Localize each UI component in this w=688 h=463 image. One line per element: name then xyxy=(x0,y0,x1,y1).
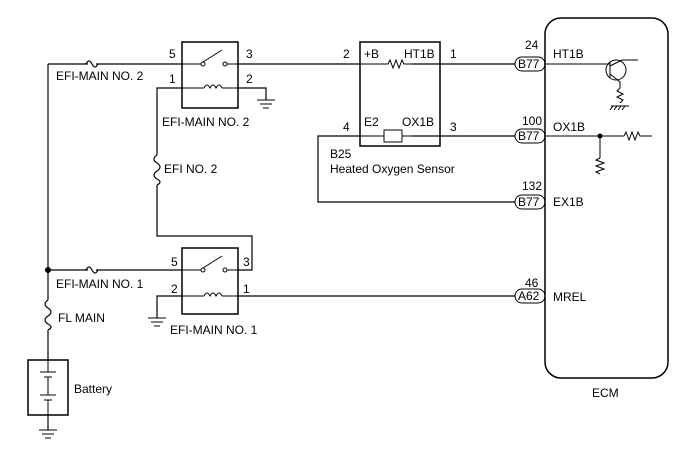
relay-efi-main-2: 5 3 1 2 EFI-MAIN NO. 2 xyxy=(162,41,253,129)
relay-1-label: EFI-MAIN NO. 1 xyxy=(170,323,258,337)
transistor-icon xyxy=(545,59,638,111)
ground-icon xyxy=(148,317,166,327)
sensor-pin-b: +B xyxy=(364,47,379,61)
relay-2-pin-5: 5 xyxy=(169,47,176,61)
ecm-terminal-name: OX1B xyxy=(553,120,585,134)
ecm-label: ECM xyxy=(592,386,619,400)
ecm-terminal-connector: A62 xyxy=(518,289,540,303)
sensor-pin-ox1b: OX1B xyxy=(402,115,434,129)
sensor-pin-2: 2 xyxy=(343,47,350,61)
sensor-pin-e2: E2 xyxy=(364,115,379,129)
ecm-terminal-num: 100 xyxy=(522,114,542,128)
ecm-terminal-ht1b: 24 B77 HT1B xyxy=(514,38,584,72)
ecm-terminal-ox1b: 100 B77 OX1B xyxy=(514,114,585,144)
battery-label: Battery xyxy=(74,382,112,396)
sensor-connector: B25 xyxy=(330,147,352,161)
ecm-terminal-mrel: 46 A62 MREL xyxy=(514,276,587,304)
battery: Battery xyxy=(27,359,112,416)
ecm-terminal-num: 46 xyxy=(525,276,539,290)
sensor-pin-ht1b: HT1B xyxy=(404,47,435,61)
ground-icon xyxy=(39,429,57,439)
wiring xyxy=(47,63,515,430)
ecm-terminal-num: 24 xyxy=(525,38,539,52)
relay-2-pin-2: 2 xyxy=(246,72,253,86)
fuse-efi-2: EFI NO. 2 xyxy=(153,154,218,186)
relay-efi-main-1: 5 3 2 1 EFI-MAIN NO. 1 xyxy=(170,247,258,337)
fuse-efi-main-1-label: EFI-MAIN NO. 1 xyxy=(56,277,144,291)
ecm-terminal-connector: B77 xyxy=(518,195,540,209)
ecm-terminal-connector: B77 xyxy=(518,57,540,71)
ecm: ECM 24 B77 HT1B 100 B77 OX1B 132 B77 EX1… xyxy=(514,17,669,400)
relay-2-label: EFI-MAIN NO. 2 xyxy=(162,115,250,129)
resistor-icon xyxy=(545,130,652,175)
relay-2-pin-1: 1 xyxy=(169,72,176,86)
fuse-efi-main-2: EFI-MAIN NO. 2 xyxy=(56,60,144,83)
fuse-fl-main: FL MAIN xyxy=(44,299,105,331)
junction-dot xyxy=(45,267,51,273)
ecm-terminal-name: EX1B xyxy=(553,195,584,209)
ecm-terminal-name: HT1B xyxy=(553,47,584,61)
relay-1-pin-3: 3 xyxy=(243,255,250,269)
ecm-terminal-name: MREL xyxy=(553,290,587,304)
fuse-fl-main-label: FL MAIN xyxy=(58,311,105,325)
relay-1-pin-5: 5 xyxy=(171,255,178,269)
relay-2-pin-3: 3 xyxy=(246,47,253,61)
sensor-pin-3: 3 xyxy=(450,120,457,134)
sensor-pin-1: 1 xyxy=(450,47,457,61)
ecm-terminal-connector: B77 xyxy=(518,129,540,143)
relay-1-pin-2: 2 xyxy=(171,282,178,296)
ground-icon xyxy=(257,99,275,109)
heated-oxygen-sensor: +B HT1B E2 OX1B 2 1 4 3 B25 Heated Oxyge… xyxy=(330,41,457,176)
ecm-terminal-ex1b: 132 B77 EX1B xyxy=(514,179,584,210)
fuse-efi-main-1: EFI-MAIN NO. 1 xyxy=(56,266,144,291)
ecm-terminal-num: 132 xyxy=(522,179,542,193)
relay-1-pin-1: 1 xyxy=(243,282,250,296)
fuse-efi-2-label: EFI NO. 2 xyxy=(164,162,218,176)
sensor-name: Heated Oxygen Sensor xyxy=(330,162,455,176)
fuse-efi-main-2-label: EFI-MAIN NO. 2 xyxy=(56,69,144,83)
sensor-pin-4: 4 xyxy=(343,120,350,134)
